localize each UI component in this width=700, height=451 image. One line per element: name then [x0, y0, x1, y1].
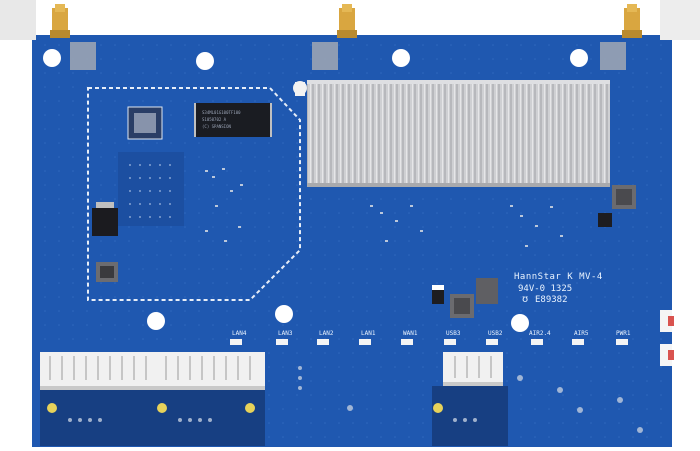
led-label-usb3: USB3 [446, 330, 461, 337]
chip-text-line: S1050702 A [202, 117, 227, 122]
mount-hole [147, 312, 165, 330]
silkscreen-ul: E89382 [535, 295, 568, 305]
led-row [230, 339, 628, 345]
led-label-pwr1: PWR1 [616, 330, 631, 337]
led-label-usb2: USB2 [488, 330, 503, 337]
led-label-air24: AIR2.4 [529, 330, 551, 337]
led-label-air5: AIR5 [574, 330, 589, 337]
flash-chip: S34ML01G100TF100 S1050702 A (C) SPANSION [194, 103, 272, 137]
mount-hole [43, 49, 61, 67]
led-label-wan1: WAN1 [403, 330, 418, 337]
heatsink [307, 80, 610, 187]
metal-bracket-left [0, 0, 36, 40]
chip-text-line: (C) SPANSION [202, 124, 231, 129]
wps-button [660, 344, 672, 366]
mount-hole [511, 314, 529, 332]
antenna-connector [50, 4, 70, 38]
reset-button [660, 310, 672, 332]
chip-text-line: S34ML01G100TF100 [202, 110, 241, 115]
port-connector-usb [443, 352, 503, 386]
mount-hole [196, 52, 214, 70]
antenna-connector [337, 4, 357, 38]
silkscreen-rating: 94V-0 1325 [518, 284, 572, 294]
rf-shield-outline [87, 87, 301, 301]
mount-hole [570, 49, 588, 67]
led-label-lan2: LAN2 [319, 330, 334, 337]
mount-hole [275, 305, 293, 323]
voltage-regulator [92, 208, 118, 236]
mount-hole [392, 49, 410, 67]
ul-logo-icon: ʊ [522, 294, 528, 305]
port-connector-middle [155, 352, 265, 390]
led-label-lan1: LAN1 [361, 330, 376, 337]
led-label-lan4: LAN4 [232, 330, 247, 337]
led-label-lan3: LAN3 [278, 330, 293, 337]
silkscreen-manufacturer: HannStar K MV-4 [514, 272, 603, 282]
antenna-connector [622, 4, 642, 38]
